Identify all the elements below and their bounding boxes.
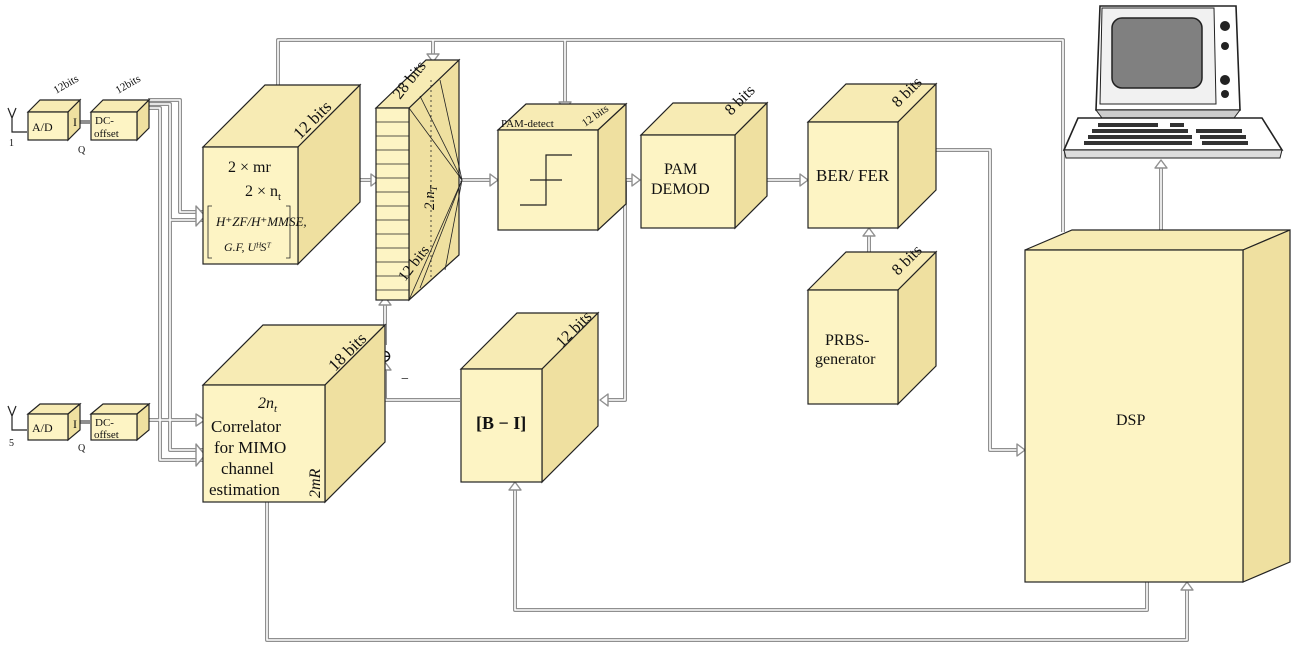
minus-sign: − <box>401 372 409 387</box>
antenna-icon <box>7 107 27 133</box>
correlator-line-2: for MIMO <box>214 438 286 457</box>
dsp-label: DSP <box>1116 412 1145 429</box>
precoder-matrix-line2: G.F, UᴴSᵀ <box>224 240 271 254</box>
prbs-line1: PRBS- <box>825 332 869 349</box>
adc-label: A/D <box>32 421 53 435</box>
feedback-label: [B − I] <box>476 413 526 433</box>
correlator-line-1: Correlator <box>211 417 281 436</box>
pam-detect-block: PAM-detect 12 bits <box>496 103 628 232</box>
pam-demod-line1: PAM <box>664 161 697 178</box>
feedback-block: 12 bits [B − I] <box>459 308 600 484</box>
buffer-block: 28 bits 2.nT 12 bits <box>374 58 463 302</box>
frontend-channel-5: 5 A/D I Q DC- offset <box>7 402 151 454</box>
prbs-generator-block: 8 bits PRBS- generator <box>806 242 938 406</box>
computer-terminal-icon <box>1062 5 1284 159</box>
i-label: I <box>73 417 77 431</box>
frontend-channel-1: 1 A/D 12bits I Q DC- offset 12bits <box>7 73 151 156</box>
buffer-mid-label: 2.nT <box>422 184 440 210</box>
q-label: Q <box>78 443 86 454</box>
ber-fer-label: BER/ FER <box>816 166 890 185</box>
dc-offset-label-line1: DC- <box>95 115 114 127</box>
precoder-line1: 2 × mr <box>228 159 271 176</box>
pam-demod-block: 8 bits PAM DEMOD <box>639 82 769 230</box>
dc-offset-bits: 12bits <box>114 73 143 97</box>
correlator-line-3: channel <box>221 459 274 478</box>
step-function-icon <box>520 154 572 206</box>
channel-number: 5 <box>9 438 14 449</box>
dc-offset-label-line1: DC- <box>95 417 114 429</box>
correlator-block: 18 bits 2nt Correlator for MIMO channel … <box>201 323 387 504</box>
precoder-matrix-line1: H⁺ZF/H⁺MMSE, <box>215 214 307 229</box>
antenna-icon <box>7 405 27 431</box>
pam-demod-line2: DEMOD <box>651 181 710 198</box>
dsp-block: DSP <box>1024 229 1291 583</box>
precoder-line2: 2 × nt <box>245 183 281 203</box>
channel-number: 1 <box>9 138 14 149</box>
prbs-line2: generator <box>815 351 876 368</box>
q-label: Q <box>78 145 86 156</box>
i-label: I <box>73 115 77 129</box>
dc-offset-label-line2: offset <box>94 128 119 140</box>
dc-offset-label-line2: offset <box>94 429 119 441</box>
precoder-block: 12 bits 2 × mr 2 × nt H⁺ZF/H⁺MMSE, G.F, … <box>201 83 362 266</box>
correlator-line-4: estimation <box>209 480 280 499</box>
pam-detect-label: PAM-detect <box>501 118 554 130</box>
bus-connections <box>76 38 1189 642</box>
adc-bits: 12bits <box>52 73 81 97</box>
adc-label: A/D <box>32 120 53 134</box>
correlator-side-label: 2mR <box>307 468 324 498</box>
correlator-top: 2nt <box>258 395 278 415</box>
ber-fer-block: 8 bits BER/ FER <box>806 74 938 230</box>
